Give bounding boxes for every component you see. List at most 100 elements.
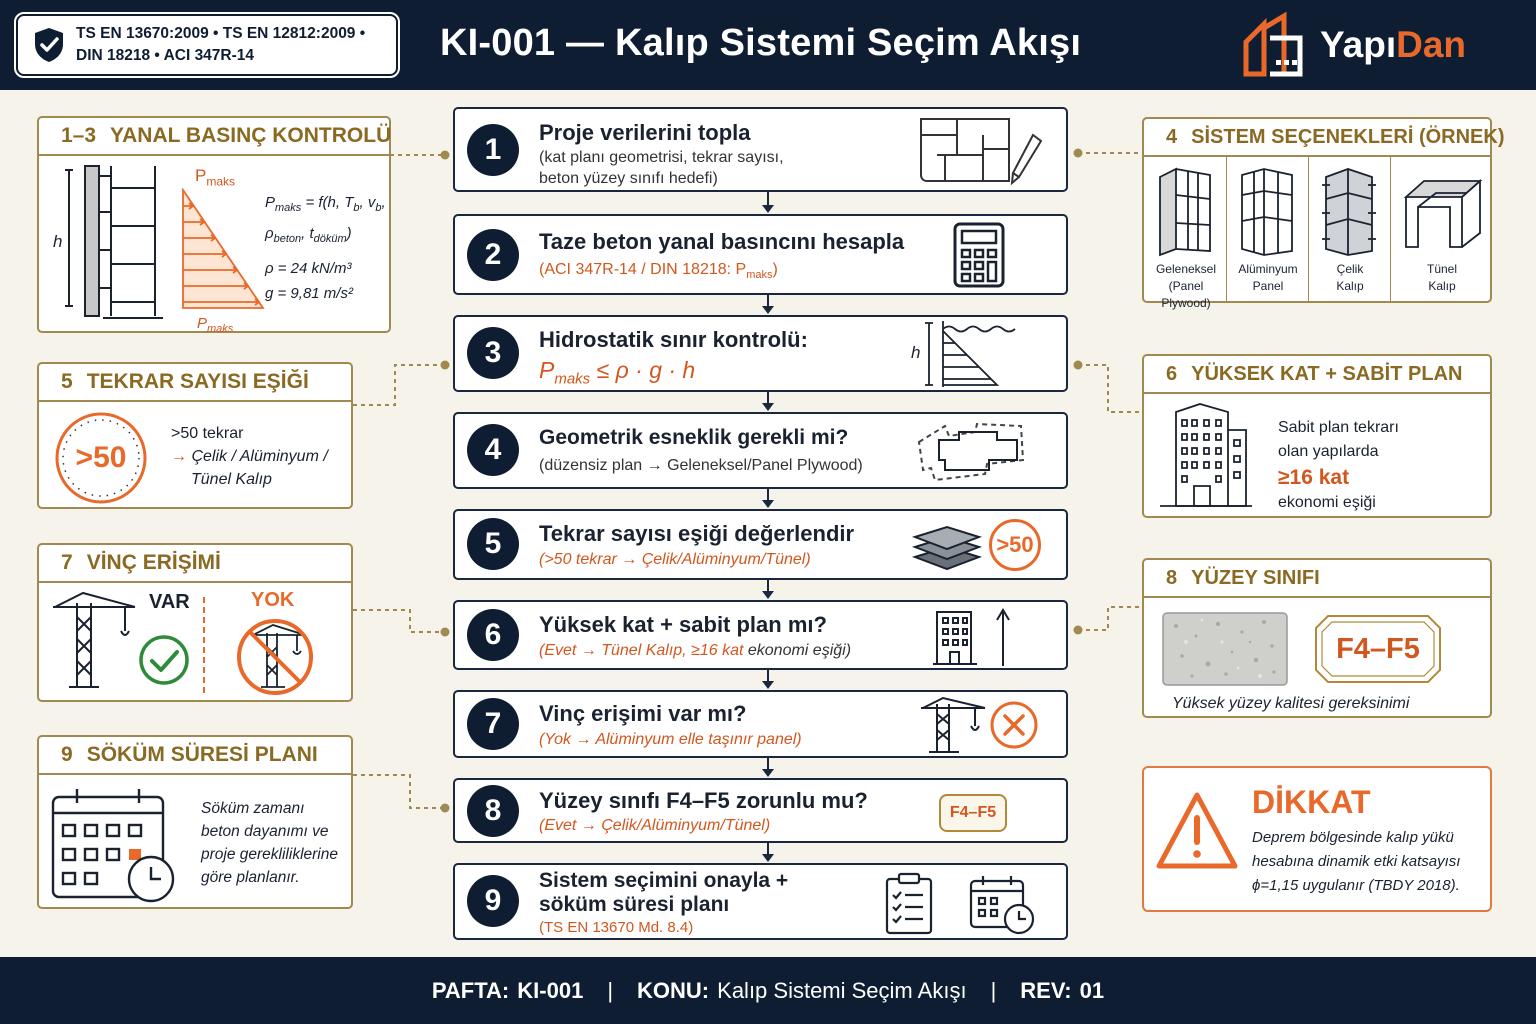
clipboard-checklist-icon [885, 872, 933, 935]
checkmark-icon [139, 635, 189, 685]
flow-step-4: 4 Geometrik esneklik gerekli mi? (düzens… [453, 412, 1068, 489]
flow-arrow [762, 392, 774, 411]
surface-class-badge: F4–F5 [939, 794, 1007, 832]
step-title: Geometrik esneklik gerekli mi? [539, 426, 849, 449]
pmax-bottom-label: Pmaks [197, 315, 234, 335]
high-rise-text: Sabit plan tekrarı olan yapılarda ≥16 ka… [1278, 419, 1399, 511]
header-bar: TS EN 13670:2009 • TS EN 12812:2009 • DI… [0, 0, 1536, 90]
step-number: 8 [467, 785, 519, 837]
flow-step-7: 7 Vinç erişimi var mı? (Yok → Alüminyum … [453, 690, 1068, 758]
step-title: Hidrostatik sınır kontrolü: [539, 327, 808, 352]
footer-rev-label: REV: [1020, 977, 1072, 1003]
step-number: 6 [467, 609, 519, 661]
no-access-x-icon [990, 701, 1038, 749]
high-rise-building-icon [1160, 403, 1252, 507]
stacked-panels-icon [911, 525, 983, 571]
step-subtitle: (kat planı geometrisi, tekrar sayısı, [539, 149, 784, 166]
step-subtitle: beton yüzey sınıfı hedefi) [539, 170, 718, 187]
step-number: 5 [467, 518, 519, 570]
flow-step-3: 3 Hidrostatik sınır kontrolü: Pmaks ≤ ρ … [453, 315, 1068, 392]
step-number: 9 [467, 875, 519, 927]
flow-step-5: 5 Tekrar sayısı eşiği değerlendir (>50 t… [453, 509, 1068, 580]
traditional-plywood-form-icon [1159, 167, 1211, 257]
hydrostatic-pressure-icon [925, 321, 1016, 387]
page-title: KI-001 — Kalıp Sistemi Seçim Akışı [440, 22, 1082, 64]
crane-available-icon [53, 591, 136, 688]
step-title: Taze beton yanal basıncını hesapla [539, 229, 905, 254]
step-formula: Pmaks ≤ ρ · g · h [539, 357, 696, 388]
step-subtitle: (düzensiz plan → Geleneksel/Panel Plywoo… [539, 457, 863, 474]
step-subtitle: (Evet → Çelik/Alüminyum/Tünel) [539, 817, 771, 834]
crane-no-label: YOK [251, 589, 295, 611]
height-label: h [911, 343, 921, 362]
aluminium-panel-icon [1241, 168, 1293, 256]
height-label: h [53, 232, 63, 251]
step-subtitle: (Yok → Alüminyum elle taşınır panel) [539, 731, 802, 748]
step-title: Yüzey sınıfı F4–F5 zorunlu mu? [539, 788, 868, 813]
step-title: Sistem seçimini onayla + [539, 869, 789, 892]
irregular-plan-icon [917, 422, 1025, 482]
flow-arrow [762, 843, 774, 862]
calculator-icon [953, 222, 1005, 288]
pmax-top-label: Pmaks [195, 166, 236, 189]
footer-subject-value: Kalıp Sistemi Seçim Akışı [717, 977, 967, 1003]
flow-step-2: 2 Taze beton yanal basıncını hesapla (AC… [453, 214, 1068, 295]
tower-crane-icon [921, 696, 986, 753]
step-title: Yüksek kat + sabit plan mı? [539, 612, 827, 637]
footer-subject-label: KONU: [637, 977, 710, 1003]
surface-caption: Yüksek yüzey kalitesi gereksinimi [1172, 695, 1410, 712]
dismantle-text: Söküm zamanı beton dayanımı ve proje ger… [201, 800, 338, 886]
warning-triangle-icon [1156, 792, 1238, 869]
brand-logo: YapıDan [1240, 12, 1466, 78]
flow-arrow [762, 295, 774, 314]
step-number: 4 [467, 424, 519, 476]
footer-bar: PAFTA: KI-001 | KONU: Kalıp Sistemi Seçi… [0, 957, 1536, 1024]
flow-arrow [762, 758, 774, 777]
flow-arrow [762, 670, 774, 689]
flow-arrow [762, 489, 774, 508]
floor-plan-pencil-icon [920, 118, 1043, 186]
flow-step-6: 6 Yüksek kat + sabit plan mı? (Evet → Tü… [453, 600, 1068, 670]
calendar-clock-icon [969, 876, 1035, 935]
system-option-label: Geleneksel(Panel Plywood) [1155, 262, 1217, 310]
standards-box: TS EN 13670:2009 • TS EN 12812:2009 • DI… [14, 12, 400, 78]
pressure-formula: Pmaks = f(h, Tb, vb, ρbeton, tdöküm) ρ =… [265, 194, 386, 302]
step-number: 2 [467, 229, 519, 281]
repeat-text: >50 tekrar → Çelik / Alüminyum / Tünel K… [171, 425, 328, 488]
step-title: Proje verilerini topla [539, 120, 751, 145]
step-title: Vinç erişimi var mı? [539, 701, 747, 726]
concrete-texture-swatch [1162, 612, 1288, 686]
crane-yes-label: VAR [149, 591, 190, 613]
pressure-diagram [182, 188, 265, 309]
footer-sheet-label: PAFTA: [431, 977, 510, 1003]
footer-sheet-value: KI-001 [517, 977, 584, 1003]
step-subtitle: (>50 tekrar → Çelik/Alüminyum/Tünel) [539, 551, 811, 568]
repeat-threshold-badge: >50 [989, 519, 1041, 571]
flow-step-1: 1 Proje verilerini topla (kat planı geom… [453, 107, 1068, 192]
flow-step-9: 9 Sistem seçimini onayla + söküm süresi … [453, 863, 1068, 940]
steel-form-icon [1322, 168, 1376, 256]
step-subtitle: (Evet → Tünel Kalıp, ≥16 kat ekonomi eşi… [539, 642, 852, 659]
flow-arrow [762, 580, 774, 599]
step-number: 7 [467, 698, 519, 750]
surface-class-badge-frame [1315, 615, 1441, 683]
dismantle-calendar-icon [51, 789, 175, 903]
step-subtitle: (ACI 347R-14 / DIN 18218: Pmaks) [539, 261, 778, 282]
standards-line-2: DIN 18218 • ACI 347R-14 [76, 47, 255, 64]
step-number: 1 [467, 124, 519, 176]
